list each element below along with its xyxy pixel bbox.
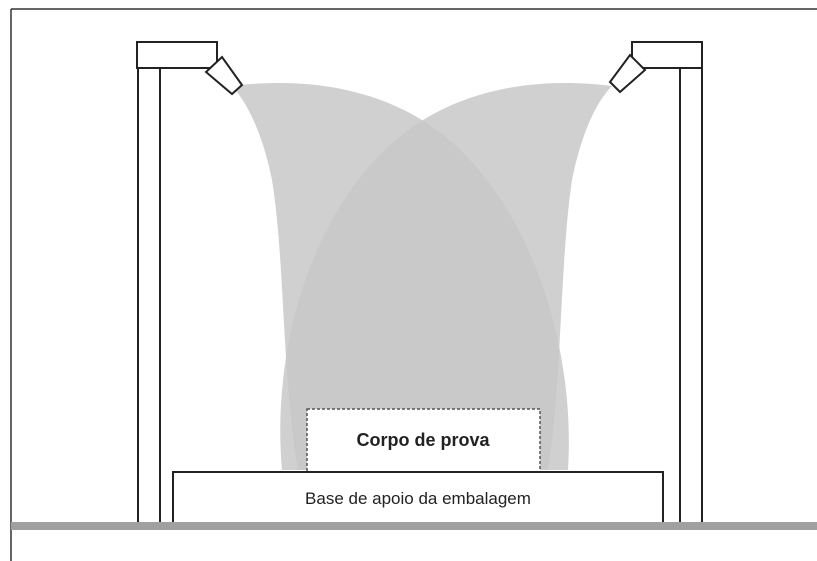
right-spray-nozzle-icon — [608, 53, 647, 94]
left-spray-nozzle-icon — [204, 55, 244, 96]
ground-line — [11, 522, 817, 530]
specimen-label: Corpo de prova — [356, 430, 490, 450]
right-support-post — [679, 67, 703, 528]
left-support-arm — [136, 41, 218, 69]
left-support-post — [137, 67, 161, 528]
right-support-arm — [631, 41, 703, 69]
right-spray-cone — [280, 82, 612, 470]
base-label: Base de apoio da embalagem — [305, 489, 531, 508]
specimen-box — [306, 408, 541, 473]
